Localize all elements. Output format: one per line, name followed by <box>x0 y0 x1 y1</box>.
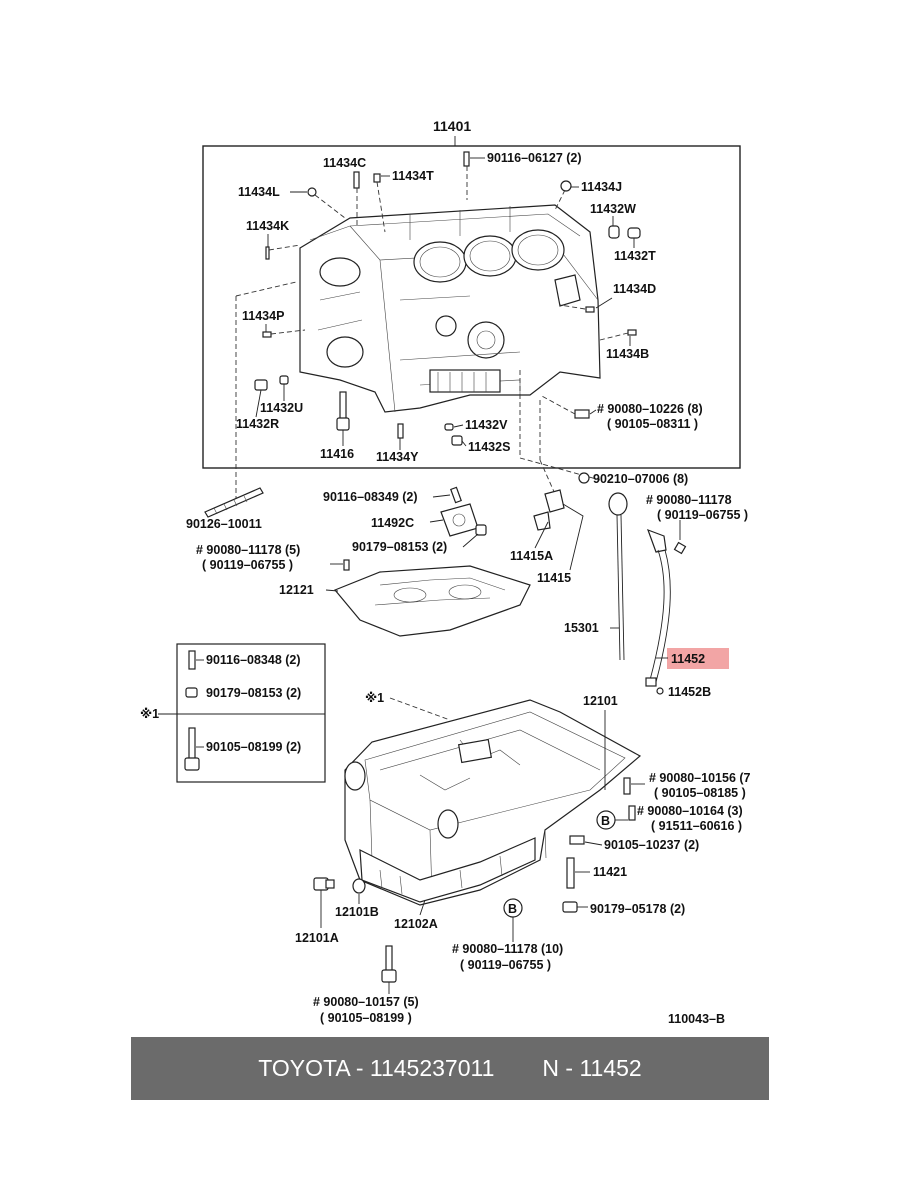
label-11492C: 11492C <box>371 516 414 530</box>
label-11421: 11421 <box>593 865 627 879</box>
label-b-bottom: B <box>508 902 517 916</box>
label-90179-05178: 90179–05178 (2) <box>590 902 685 916</box>
label-90116-08348: 90116–08348 (2) <box>206 653 301 667</box>
label-11415A: 11415A <box>510 549 553 563</box>
label-11432U: 11432U <box>260 401 303 415</box>
label-11434D: 11434D <box>613 282 656 296</box>
label-90105-08199-box: 90105–08199 (2) <box>206 740 301 754</box>
assembly-number-label: 11401 <box>433 118 471 134</box>
legend-box-star1 <box>176 643 326 783</box>
label-b-right: B <box>601 814 610 828</box>
cylinder-block-illustration <box>299 204 601 413</box>
label-90116-06127: 90116–06127 (2) <box>487 151 582 165</box>
reference-number: N - 11452 <box>542 1055 642 1081</box>
label-11434P: 11434P <box>242 309 284 323</box>
part-number-footer: TOYOTA - 1145237011 N - 11452 <box>131 1037 769 1100</box>
label-11415: 11415 <box>537 571 571 585</box>
baffle-plate-parts <box>533 489 584 571</box>
bracket-bolt-part <box>569 835 585 845</box>
label-90080-10226: # 90080–10226 (8) <box>597 402 703 416</box>
label-90080-11178-5: # 90080–11178 (5) <box>196 543 300 557</box>
label-11434J: 11434J <box>581 180 622 194</box>
stud-bolt-part <box>204 487 264 518</box>
label-90080-11178-top: # 90080–11178 <box>646 493 732 507</box>
label-star1-box: ※1 <box>140 707 159 721</box>
label-11432S: 11432S <box>468 440 510 454</box>
label-12101A: 12101A <box>295 931 339 945</box>
pan-bolt-part <box>623 777 631 795</box>
label-90210-07006: 90210–07006 (8) <box>593 472 688 486</box>
label-12101: 12101 <box>583 694 618 708</box>
highlight-11452-box <box>667 648 729 669</box>
label-star1-pan: ※1 <box>365 691 384 705</box>
oil-strainer-cover-parts <box>440 486 487 537</box>
figure-code-label: 110043–B <box>668 1012 725 1026</box>
stiffening-plate-12121 <box>334 565 531 637</box>
gasket-ring-part <box>578 472 590 484</box>
label-90126-10011: 90126–10011 <box>186 517 262 531</box>
label-11434C: 11434C <box>323 156 366 170</box>
label-90179-08153-mid: 90179–08153 (2) <box>352 540 447 554</box>
label-90080-11178-10: # 90080–11178 (10) <box>452 942 563 956</box>
label-15301: 15301 <box>564 621 599 635</box>
label-90119-06755-5: ( 90119–06755 ) <box>202 558 293 572</box>
label-90116-08349: 90116–08349 (2) <box>323 490 418 504</box>
label-11432W: 11432W <box>590 202 636 216</box>
cylinder-block-frame <box>202 145 741 469</box>
label-90119-06755-10: ( 90119–06755 ) <box>460 958 551 972</box>
oil-level-gauge-guide-11452 <box>645 520 687 687</box>
label-90080-10164: # 90080–10164 (3) <box>637 804 743 818</box>
label-12102A: 12102A <box>394 917 438 931</box>
label-11434K: 11434K <box>246 219 289 233</box>
label-11432R: 11432R <box>236 417 279 431</box>
label-91511-60616: ( 91511–60616 ) <box>651 819 742 833</box>
label-11434T: 11434T <box>392 169 434 183</box>
oil-level-gauge-15301 <box>608 492 628 661</box>
label-12101B: 12101B <box>335 905 379 919</box>
label-90105-10237: 90105–10237 (2) <box>604 838 699 852</box>
gasket-12101B <box>352 878 366 894</box>
label-11452: 11452 <box>671 652 705 666</box>
label-11416: 11416 <box>320 447 354 461</box>
bolt-part <box>343 559 350 571</box>
label-90080-10157: # 90080–10157 (5) <box>313 995 419 1009</box>
label-11452B: 11452B <box>668 685 711 699</box>
label-90105-08311: ( 90105–08311 ) <box>607 417 698 431</box>
o-ring-part <box>656 687 664 695</box>
label-11434B: 11434B <box>606 347 649 361</box>
label-11432T: 11432T <box>614 249 656 263</box>
label-90080-10156: # 90080–10156 (7 <box>649 771 751 785</box>
label-11434L: 11434L <box>238 185 280 199</box>
label-90105-08199-bottom: ( 90105–08199 ) <box>320 1011 412 1025</box>
label-11432V: 11432V <box>465 418 508 432</box>
label-12121: 12121 <box>279 583 314 597</box>
label-90179-08153-box: 90179–08153 (2) <box>206 686 301 700</box>
brand-part-number: TOYOTA - 1145237011 <box>258 1055 495 1081</box>
drain-plug-part <box>566 857 575 889</box>
label-90105-08185: ( 90105–08185 ) <box>654 786 746 800</box>
block-fasteners <box>235 151 641 500</box>
label-90119-06755-top: ( 90119–06755 ) <box>657 508 748 522</box>
label-11434Y: 11434Y <box>376 450 419 464</box>
